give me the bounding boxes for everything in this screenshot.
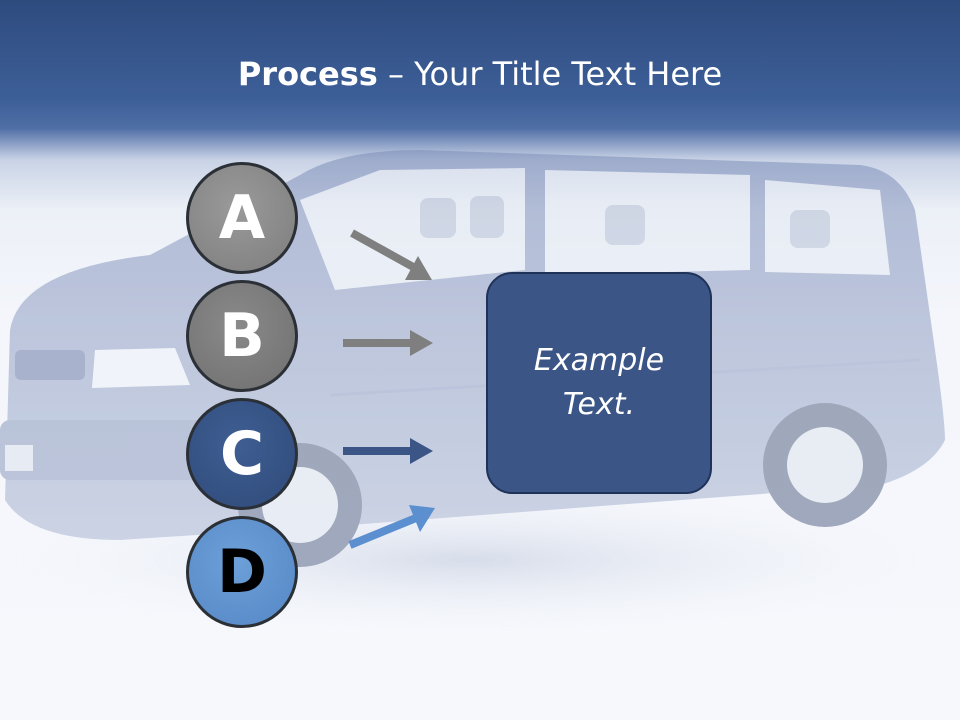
step-a-circle: A	[186, 162, 298, 274]
result-box: Example Text.	[486, 272, 712, 494]
step-b-circle: B	[186, 280, 298, 392]
step-b-letter: B	[219, 301, 265, 371]
step-c-letter: C	[219, 419, 265, 489]
title-bold-text: Process	[237, 55, 378, 93]
title-rest-text: – Your Title Text Here	[377, 55, 723, 93]
step-a-letter: A	[218, 183, 266, 253]
arrow-b	[343, 330, 433, 356]
slide-title: Process – Your Title Text Here	[0, 50, 960, 98]
step-c-circle: C	[186, 398, 298, 510]
step-d-letter: D	[217, 537, 267, 607]
arrow-c	[343, 438, 433, 464]
result-box-text: Example Text.	[533, 343, 665, 422]
arrow-a	[350, 229, 432, 280]
step-d-circle: D	[186, 516, 298, 628]
arrow-d	[348, 505, 435, 549]
